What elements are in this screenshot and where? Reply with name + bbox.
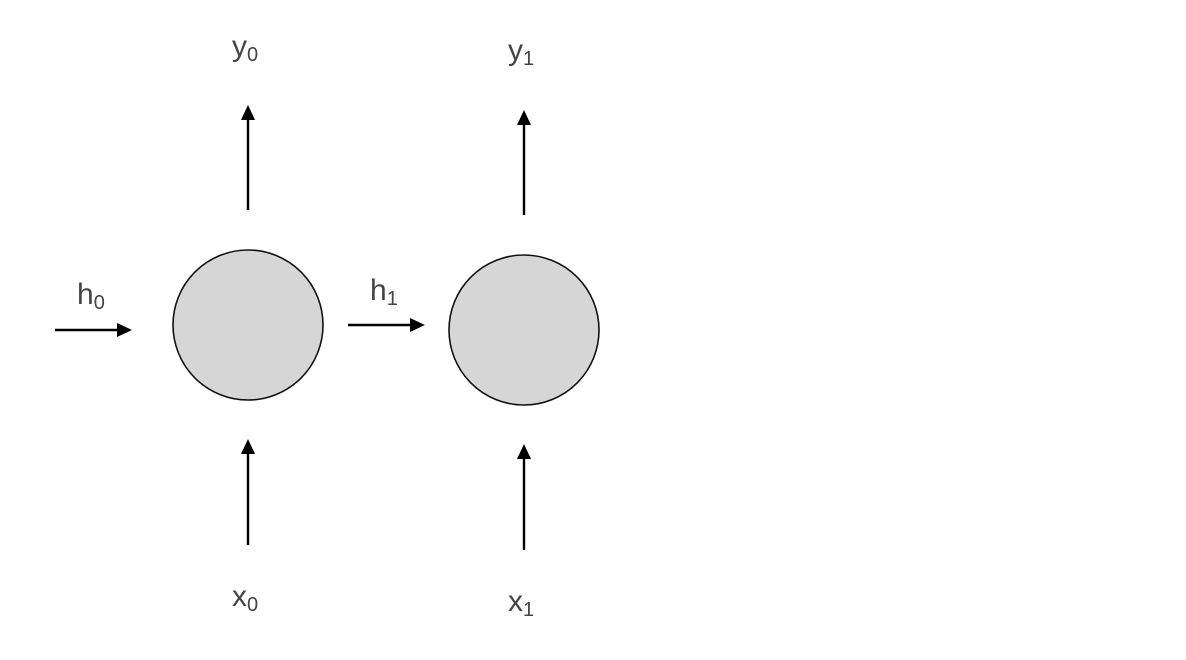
output-label-y1: y1 [508,34,534,70]
output-label-y0: y0 [232,30,258,66]
rnn-cell-node-0 [172,249,324,401]
output-arrow-1 [517,110,531,215]
rnn-cell-node-1 [448,254,600,406]
rnn-cell-0: y0 x0 [172,30,324,616]
hidden-label-h0: h0 [77,278,105,314]
hidden-arrow-0 [55,323,132,337]
hidden-arrow-1 [348,318,425,332]
hidden-state-0: h0 [55,278,132,337]
rnn-cell-1: y1 x1 [448,34,600,621]
input-label-x0: x0 [232,580,258,616]
hidden-label-h1: h1 [370,274,398,310]
input-arrow-0 [241,439,255,545]
input-label-x1: x1 [508,585,534,621]
input-arrow-1 [517,444,531,550]
hidden-state-1: h1 [348,274,425,332]
output-arrow-0 [241,105,255,210]
